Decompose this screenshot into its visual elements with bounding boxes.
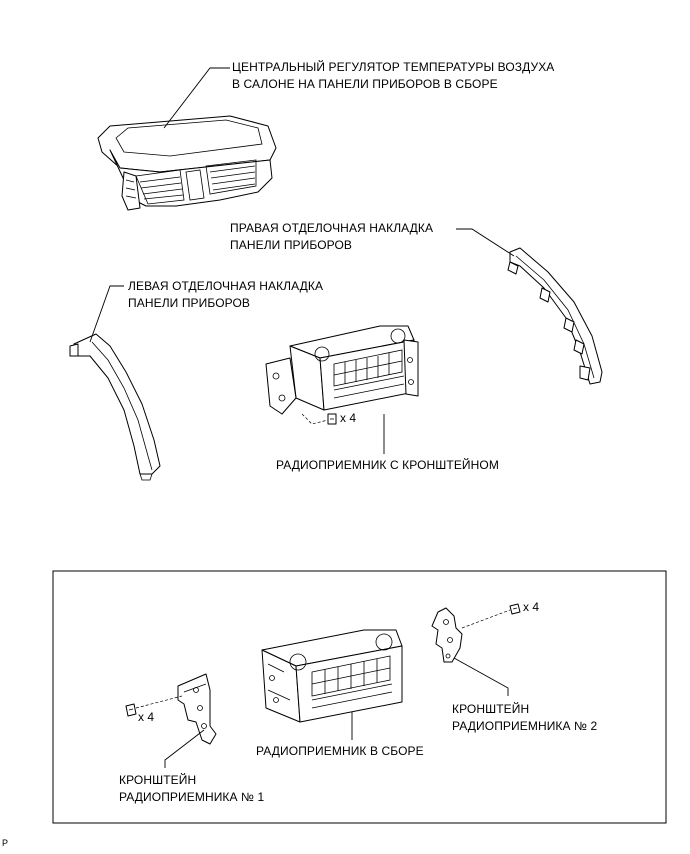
right-trim-label-line-2: ПАНЕЛИ ПРИБОРОВ [230,238,353,252]
bracket-1-part [125,673,217,745]
bracket-1-label-line-2: РАДИОПРИЕМНИКА № 1 [119,790,265,804]
center-regulator-label: ЦЕНТРАЛЬНЫЙ РЕГУЛЯТОР ТЕМПЕРАТУРЫ ВОЗДУХ… [232,59,554,93]
right-trim-label: ПРАВАЯ ОТДЕЛОЧНАЯ НАКЛАДКА ПАНЕЛИ ПРИБОР… [230,220,433,254]
right-trim-part [507,247,603,385]
right-trim-label-line-1: ПРАВАЯ ОТДЕЛОЧНАЯ НАКЛАДКА [230,221,434,235]
radio-with-bracket-label-text: РАДИОПРИЕМНИК С КРОНШТЕЙНОМ [276,458,499,472]
left-trim-part [69,333,161,481]
bracket-2-label-line-1: КРОНШТЕЙН [452,702,530,716]
left-trim-label: ЛЕВАЯ ОТДЕЛОЧНАЯ НАКЛАДКА ПАНЕЛИ ПРИБОРО… [128,278,323,312]
left-trim-label-line-2: ПАНЕЛИ ПРИБОРОВ [128,296,251,310]
figure-code: P [2,838,9,848]
detail-box [52,570,667,824]
bracket-1-label-line-1: КРОНШТЕЙН [119,773,197,787]
radio-assembly-label: РАДИОПРИЕМНИК В СБОРЕ [256,743,424,760]
leader-lines [89,67,515,768]
center-regulator-label-line-2: В САЛОНЕ НА ПАНЕЛИ ПРИБОРОВ В СБОРЕ [232,77,498,91]
center-regulator-label-line-1: ЦЕНТРАЛЬНЫЙ РЕГУЛЯТОР ТЕМПЕРАТУРЫ ВОЗДУХ… [232,60,555,74]
bracket-2-label: КРОНШТЕЙН РАДИОПРИЕМНИКА № 2 [452,701,597,735]
radio-assembly-part [261,629,403,723]
radio-with-bracket-part [265,325,419,425]
left-trim-label-line-1: ЛЕВАЯ ОТДЕЛОЧНАЯ НАКЛАДКА [128,279,324,293]
radio-with-bracket-label: РАДИОПРИЕМНИК С КРОНШТЕЙНОМ [276,457,499,474]
bracket-2-label-line-2: РАДИОПРИЕМНИКА № 2 [452,719,598,733]
radio-assembly-label-text: РАДИОПРИЕМНИК В СБОРЕ [256,744,424,758]
bracket-1-label: КРОНШТЕЙН РАДИОПРИЕМНИКА № 1 [119,772,264,806]
bracket-2-part [431,603,521,663]
bracket-2-screws-quantity: x 4 [523,600,540,614]
bracket-1-screws-quantity: x 4 [138,710,155,724]
center-regulator-part [97,115,277,211]
radio-screws-quantity: x 4 [340,411,357,425]
